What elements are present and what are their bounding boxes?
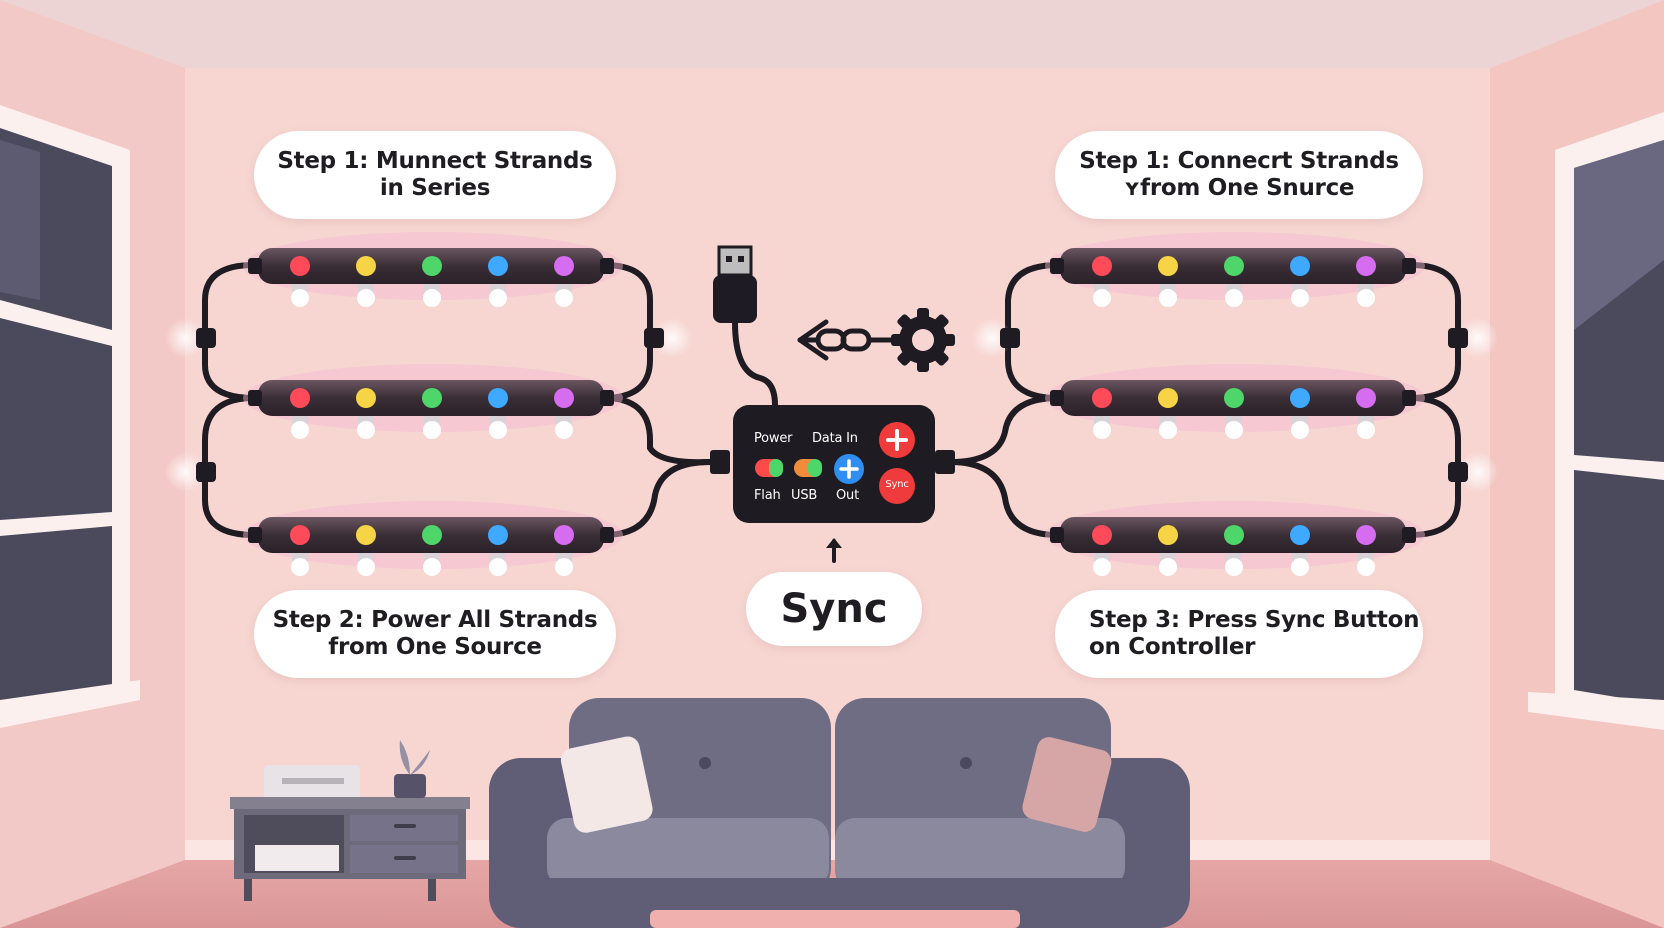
- step-bubble-bottom-left: Step 2: Power All Strands from One Sourc…: [254, 590, 616, 678]
- plant-icon: [394, 740, 430, 798]
- controller-label-data-in: Data In: [812, 431, 858, 446]
- light-strip-left-3: [243, 501, 623, 576]
- controller-label-usb: USB: [791, 488, 818, 503]
- light-strip-right-3: [1045, 501, 1425, 576]
- step-bottom-left-line1: Step 2: Power All Strands: [272, 607, 598, 633]
- gear-icon: [891, 308, 955, 372]
- light-strip-right-2: [1045, 364, 1425, 439]
- step-bottom-left-line2: from One Source: [328, 634, 542, 660]
- plus-button-red[interactable]: [879, 422, 915, 458]
- side-table: [230, 765, 470, 901]
- controller-label-flash: Flah: [754, 488, 781, 503]
- left-cables: [202, 262, 713, 538]
- left-window: [0, 105, 140, 728]
- step-bubble-bottom-right: Step 3: Press Sync Button on Controller: [1055, 590, 1423, 678]
- controller-label-power: Power: [754, 431, 793, 446]
- right-window: [1528, 112, 1664, 730]
- controller-label-out: Out: [836, 488, 859, 503]
- controller: [710, 405, 955, 523]
- step-top-right-line2: ʏfrom One Snurce: [1123, 175, 1355, 201]
- plus-button-blue[interactable]: [834, 454, 864, 484]
- data-in-led: [794, 459, 822, 477]
- step-bubble-top-right: Step 1: Connecrt Strands ʏfrom One Snurc…: [1055, 131, 1423, 219]
- step-bubble-top-left: Step 1: Munnect Strands in Series: [254, 131, 616, 219]
- step-top-left-line2: in Series: [379, 175, 491, 201]
- step-bottom-right-line2: on Controller: [1089, 634, 1256, 660]
- power-led: [755, 459, 783, 477]
- chain-link-icon: [797, 319, 898, 361]
- step-bottom-right-line1: Step 3: Press Sync Button: [1089, 607, 1420, 633]
- light-strip-right-1: [1045, 232, 1425, 307]
- sync-button[interactable]: [879, 468, 915, 504]
- sync-label: Sync: [780, 586, 888, 632]
- sync-button-label: Sync: [885, 479, 909, 490]
- light-strip-left-1: [243, 232, 623, 307]
- step-top-left-line1: Step 1: Munnect Strands: [277, 148, 593, 174]
- step-top-right-line1: Step 1: Connecrt Strands: [1079, 148, 1399, 174]
- up-arrow-icon: [826, 538, 842, 563]
- usb-plug-icon: [713, 245, 778, 406]
- sofa: [489, 698, 1190, 928]
- cable-connectors: [165, 318, 1498, 492]
- sync-label-bubble: Sync: [746, 572, 922, 646]
- light-strip-left-2: [243, 364, 623, 439]
